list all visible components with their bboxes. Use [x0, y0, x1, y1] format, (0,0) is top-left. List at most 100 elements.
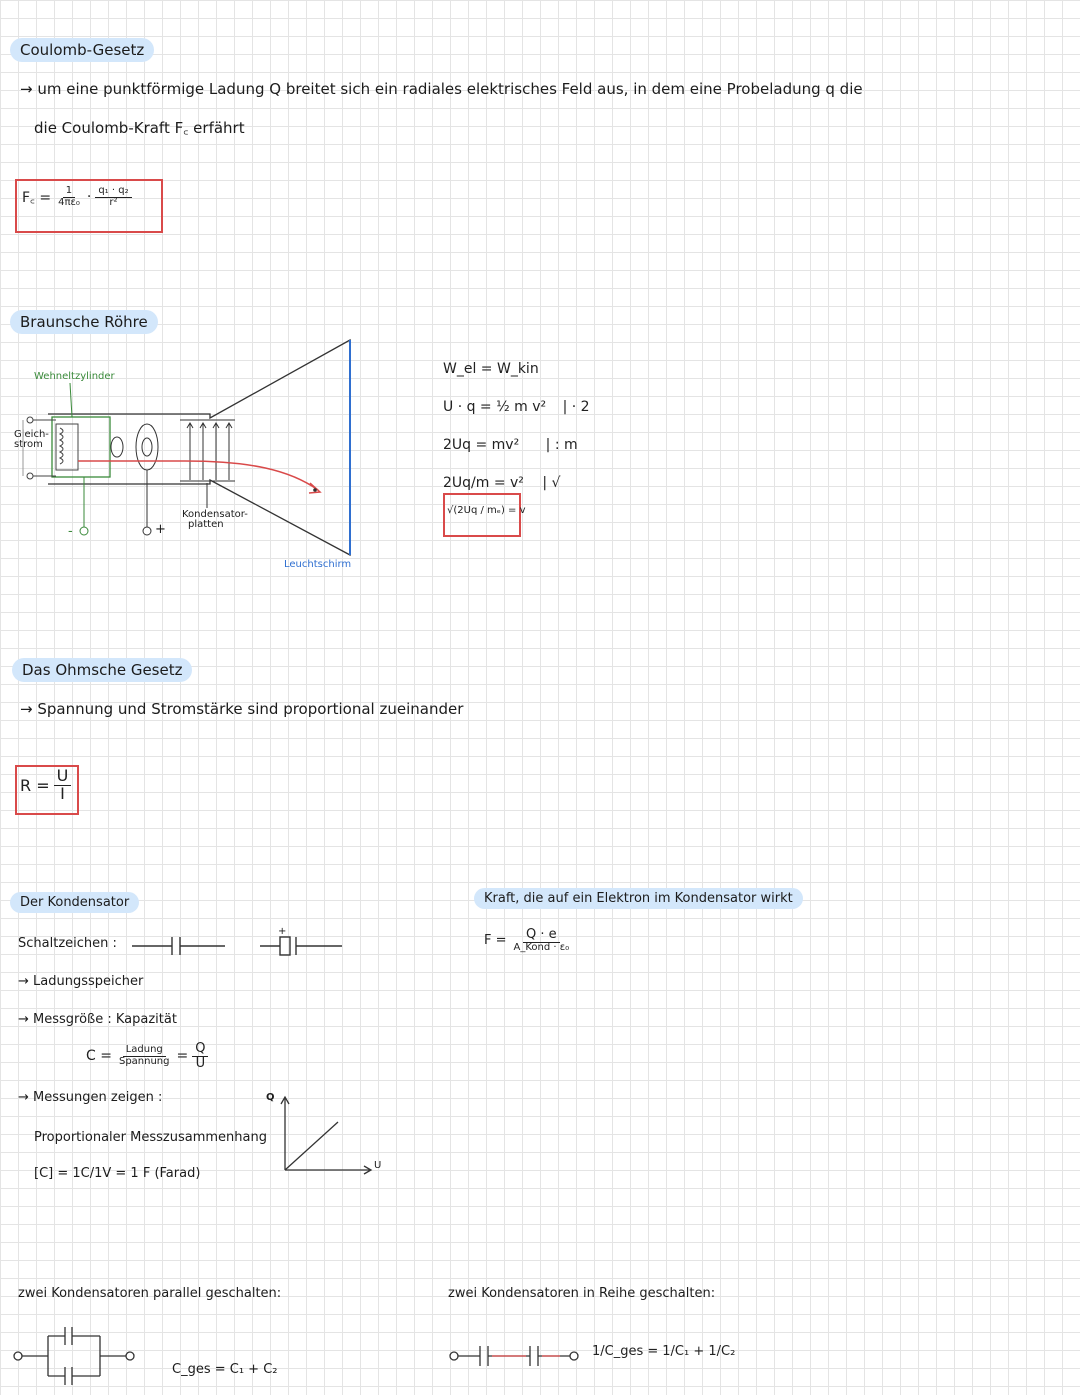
reihe-lhs: 1/C_ges = [592, 1344, 659, 1359]
kondensatorplatten-label-1: Kondensator- [182, 509, 248, 520]
parallel-formula: C_ges = C₁ + C₂ [172, 1362, 278, 1377]
capacitor-plus-sign: + [278, 926, 287, 937]
ohm-line: → Spannung und Stromstärke sind proporti… [20, 700, 464, 718]
capacitance-den-2: U [195, 1055, 206, 1071]
kraft-frac: Q · e A_Kond · ε₀ [511, 928, 573, 953]
derivation-note-3: | : m [545, 437, 578, 453]
coulomb-formula: F꜀ = 1 4πε₀ · q₁ · q₂ r² [22, 185, 132, 208]
q-axis-arrow [280, 1095, 290, 1105]
capacitance-num-1: Ladung [122, 1045, 166, 1057]
beam-arrowhead [308, 482, 322, 494]
coulomb-frac-2: q₁ · q₂ r² [95, 185, 132, 208]
wehnelt-cylinder [51, 416, 111, 478]
derivation-row-2: U · q = ½ m v² | · 2 [443, 388, 590, 426]
coulomb-formula-box [15, 179, 163, 233]
derivation-eq-1: W_el = W_kin [443, 361, 539, 377]
anode-plus-label: + [155, 522, 166, 537]
beam-curve [184, 460, 319, 491]
coulomb-den-2: r² [109, 196, 118, 208]
parallel-heading: zwei Kondensatoren parallel geschalten: [18, 1286, 282, 1301]
schaltzeichen-label: Schaltzeichen : [18, 936, 117, 951]
kraft-lhs: F = [484, 933, 507, 949]
coulomb-lhs: F꜀ = [22, 189, 52, 206]
coulomb-heading: Coulomb-Gesetz [10, 38, 155, 62]
graph-q-label: Q [266, 1092, 275, 1103]
wehnelt-terminal [79, 526, 89, 536]
coulomb-line-2: die Coulomb-Kraft F꜀ erfährt [34, 119, 245, 137]
coulomb-frac-1: 1 4πε₀ [55, 185, 83, 208]
capacitance-lhs: C = [86, 1048, 112, 1065]
anode-terminal [142, 526, 152, 536]
derivation-row-3: 2Uq = mv² | : m [443, 426, 590, 464]
proportional-text: Proportionaler Messzusammenhang [34, 1130, 267, 1145]
heating-coil [55, 423, 79, 471]
wehnelt-label: Wehneltzylinder [34, 371, 115, 382]
coulomb-num-1: 1 [62, 185, 76, 198]
ohm-heading: Das Ohmsche Gesetz [12, 658, 193, 682]
messgroesse-text: → Messgröße : Kapazität [18, 1012, 177, 1027]
field-arrows [186, 422, 233, 480]
capacitance-num-2: Q [192, 1042, 209, 1057]
capacitor-symbol-1 [132, 937, 225, 955]
kondensatorplatten-label: Kondensator- platten [182, 510, 248, 530]
messungen-text: → Messungen zeigen : [18, 1090, 163, 1105]
capacitance-frac-2: Q U [192, 1042, 209, 1071]
reihe-rhs: 1/C₁ + 1/C₂ [662, 1344, 736, 1359]
cathode-minus-label: - [68, 524, 73, 539]
kraft-den: A_Kond · ε₀ [513, 941, 570, 953]
coulomb-num-2: q₁ · q₂ [95, 185, 132, 198]
ohm-formula: R = U I [20, 767, 72, 803]
capacitance-eq: = [176, 1048, 189, 1065]
ohm-num: U [53, 767, 72, 786]
derivation-eq-4: 2Uq/m = v² [443, 475, 524, 491]
derivation-row-1: W_el = W_kin [443, 350, 590, 388]
capacitance-frac-1: Ladung Spannung [116, 1045, 173, 1067]
reihe-formula: 1/C_ges = 1/C₁ + 1/C₂ [592, 1344, 735, 1359]
kraft-formula: F = Q · e A_Kond · ε₀ [484, 928, 572, 953]
farad-unit-text: [C] = 1C/1V = 1 F (Farad) [34, 1166, 201, 1181]
gleichstrom-label-2: strom [14, 439, 43, 450]
kraft-num: Q · e [523, 928, 560, 943]
coil-loops [58, 427, 64, 465]
derivation-eq-3: 2Uq = mv² [443, 437, 520, 453]
coulomb-line-1: → um eine punktförmige Ladung Q breitet … [20, 80, 863, 98]
braun-heading: Braunsche Röhre [10, 310, 158, 334]
graph-u-label: U [374, 1160, 382, 1171]
derivation-eq-2: U · q = ½ m v² [443, 399, 547, 415]
terminals [22, 416, 56, 480]
proportional-line [284, 1121, 339, 1171]
ohm-formula-box [15, 765, 79, 815]
gleichstrom-label-1: Gleich- [14, 429, 49, 440]
capacitance-formula: C = Ladung Spannung = Q U [86, 1042, 209, 1071]
anode-ring-2-inner [141, 437, 153, 457]
leuchtschirm-label: Leuchtschirm [284, 559, 352, 570]
ohm-frac: U I [53, 767, 72, 803]
coulomb-dot: · [86, 189, 92, 205]
derivation-note-2: | · 2 [562, 399, 590, 415]
reihe-heading: zwei Kondensatoren in Reihe geschalten: [448, 1286, 716, 1301]
capacitor-symbol-2 [260, 936, 342, 956]
velocity-result-box [443, 493, 521, 537]
coulomb-den-1: 4πε₀ [58, 196, 80, 208]
anode-ring-1 [110, 436, 124, 458]
derivation-note-4: | √ [542, 475, 561, 491]
ohm-lhs: R = [20, 775, 50, 795]
kondensator-heading: Der Kondensator [10, 892, 140, 913]
u-axis-arrow [363, 1165, 373, 1175]
ladungsspeicher-text: → Ladungsspeicher [18, 974, 144, 989]
derivation-block: W_el = W_kin U · q = ½ m v² | · 2 2Uq = … [443, 350, 590, 502]
gleichstrom-label: Gleich- strom [14, 430, 49, 450]
ohm-den: I [60, 783, 65, 803]
impact-point [313, 488, 317, 492]
wehnelt-pointer [69, 382, 73, 418]
kraft-heading: Kraft, die auf ein Elektron im Kondensat… [474, 888, 803, 909]
derivation-row-4: 2Uq/m = v² | √ [443, 464, 590, 502]
capacitance-den-1: Spannung [118, 1055, 170, 1067]
velocity-result: √(2Uq / mₑ) = v [447, 505, 526, 516]
kondensatorplatten-label-2: platten [188, 519, 224, 530]
